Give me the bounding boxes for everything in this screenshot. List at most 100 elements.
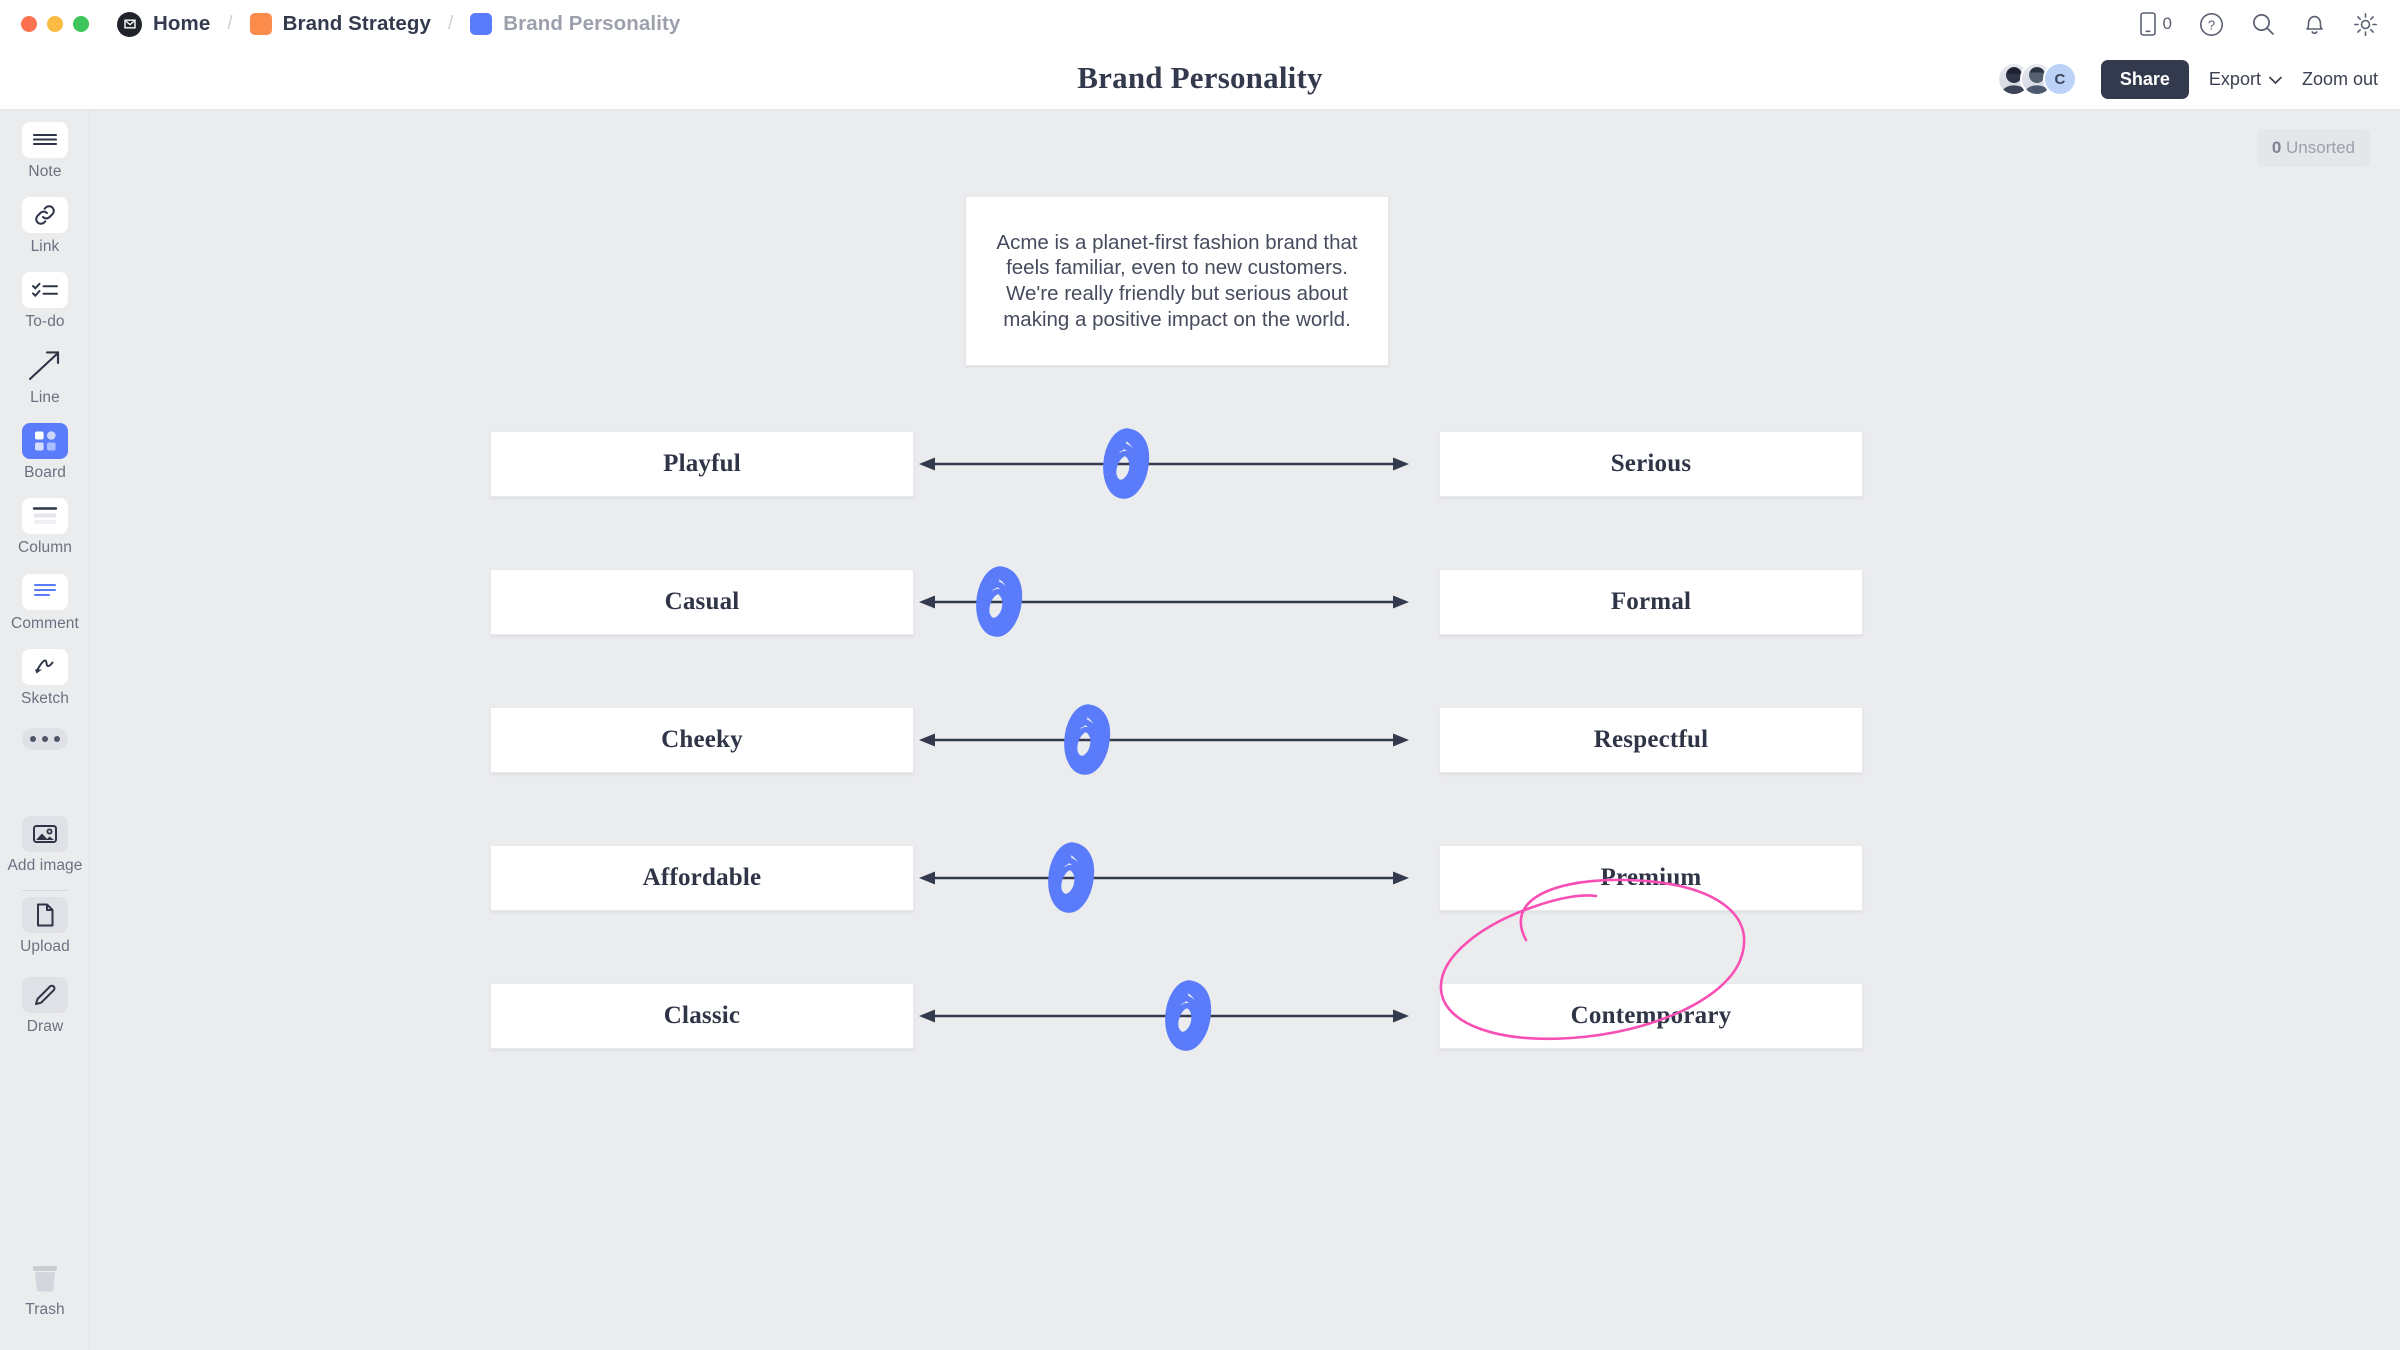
pole-label-right: Serious [1610,450,1692,477]
unsorted-count: 0 [2271,138,2282,157]
tool-sketch-label: Sketch [21,690,69,707]
slider-axis[interactable] [919,983,1409,1049]
pole-label-left: Affordable [642,864,762,891]
note-icon [22,122,68,158]
share-button[interactable]: Share [2100,59,2189,99]
brand-description-text: Acme is a planet-first fashion brand tha… [996,230,1358,331]
page-title: Brand Personality [1077,60,1323,95]
export-label: Export [2208,68,2261,89]
tool-note[interactable]: Note [0,122,90,181]
slider-axis[interactable] [919,707,1409,773]
pole-label-left: Classic [663,1002,741,1029]
window-minimize-button[interactable] [47,16,63,32]
tool-draw[interactable]: Draw [0,977,90,1036]
mobile-icon[interactable]: 0 [2139,12,2172,36]
top-bar: Home / Brand Strategy / Brand Personalit… [0,0,2400,48]
window-traffic-lights [21,16,89,32]
pole-label-right: Formal [1610,588,1692,615]
mobile-count: 0 [2162,14,2172,33]
breadcrumb-item-brand-personality[interactable]: Brand Personality [466,12,684,36]
notifications-bell-icon[interactable] [2303,12,2326,37]
pole-card-left[interactable]: Affordable [490,845,914,911]
breadcrumb-item-home[interactable]: Home [113,11,214,37]
slider-row: Cheeky Respectful [91,704,1991,775]
sketch-icon [22,649,68,685]
pole-card-left[interactable]: Playful [490,431,914,497]
tool-line-label: Line [30,389,60,406]
trash-icon [22,1260,68,1296]
settings-gear-icon[interactable] [2353,12,2378,37]
svg-text:?: ? [2208,17,2215,32]
pole-card-right[interactable]: Contemporary [1439,983,1863,1049]
pole-label-right: Respectful [1593,726,1709,753]
tool-link[interactable]: Link [0,197,90,256]
tool-trash-label: Trash [25,1301,65,1318]
pole-label-right: Premium [1600,864,1702,891]
pole-label-left: Casual [664,588,740,615]
slider-axis[interactable] [919,431,1409,497]
tool-comment-label: Comment [11,615,79,632]
pole-card-right[interactable]: Formal [1439,569,1863,635]
pole-card-left[interactable]: Casual [490,569,914,635]
pole-card-right[interactable]: Respectful [1439,707,1863,773]
slider-row: Classic Contemporary [91,980,1991,1051]
column-icon [22,498,68,534]
window-close-button[interactable] [21,16,37,32]
window-maximize-button[interactable] [73,16,89,32]
breadcrumb-label-brand-personality: Brand Personality [503,12,681,35]
slider-axis[interactable] [919,569,1409,635]
link-icon [22,197,68,233]
breadcrumb-label-home: Home [153,12,211,35]
pole-label-left: Playful [663,450,741,477]
pole-card-right[interactable]: Premium [1439,845,1863,911]
pole-card-left[interactable]: Classic [490,983,914,1049]
slider-axis[interactable] [919,845,1409,911]
board-actions: C Share Export Zoom out [1996,48,2378,110]
pole-card-right[interactable]: Serious [1439,431,1863,497]
tool-upload-label: Upload [20,938,70,955]
board-title-bar: Brand Personality C Share Export Zoom ou… [0,48,2400,110]
unsorted-label: Unsorted [2286,138,2355,157]
toolbar-divider [22,890,68,891]
export-button[interactable]: Export [2209,69,2282,90]
add-image-icon [22,816,68,852]
tool-upload[interactable]: Upload [0,897,90,956]
tool-add-image[interactable]: Add image [0,816,90,875]
tool-add-image-label: Add image [7,857,83,874]
avatar-user-3[interactable]: C [2042,62,2077,96]
todo-icon [22,272,68,308]
search-icon[interactable] [2251,12,2276,37]
breadcrumb-item-brand-strategy[interactable]: Brand Strategy [246,12,435,36]
tool-more-options[interactable] [0,728,90,750]
tool-board[interactable]: Board [0,423,90,482]
zoom-out-button[interactable]: Zoom out [2301,68,2378,89]
slider-row: Playful Serious [91,428,1991,499]
tool-trash[interactable]: Trash [0,1260,90,1319]
collaborator-avatars: C [1996,62,2077,96]
brand-description-note[interactable]: Acme is a planet-first fashion brand tha… [965,196,1389,366]
comment-icon [22,574,68,610]
tool-comment[interactable]: Comment [0,574,90,633]
tool-todo[interactable]: To-do [0,272,90,331]
draw-pencil-icon [22,977,68,1013]
tool-note-label: Note [28,163,62,180]
more-options-icon [22,728,68,750]
help-icon[interactable]: ? [2199,12,2224,37]
board-canvas[interactable]: 0 Unsorted Acme is a planet-first fashio… [91,111,2400,1350]
tool-draw-label: Draw [26,1018,64,1035]
milanote-logo-icon [117,11,142,37]
breadcrumb-separator-1: / [227,13,233,34]
tool-todo-label: To-do [25,313,65,330]
unsorted-badge[interactable]: 0 Unsorted [2256,129,2370,167]
tool-column-label: Column [17,539,72,556]
tool-line[interactable]: Line [0,348,90,407]
blue-swatch-icon [470,13,493,35]
slider-row: Affordable Premium [91,842,1991,913]
line-arrow-icon [22,348,68,384]
tool-column[interactable]: Column [0,498,90,557]
pole-label-right: Contemporary [1570,1002,1732,1029]
tool-sketch[interactable]: Sketch [0,649,90,708]
top-bar-actions: 0 ? [2139,0,2378,48]
breadcrumb-label-brand-strategy: Brand Strategy [282,12,431,35]
pole-card-left[interactable]: Cheeky [490,707,914,773]
